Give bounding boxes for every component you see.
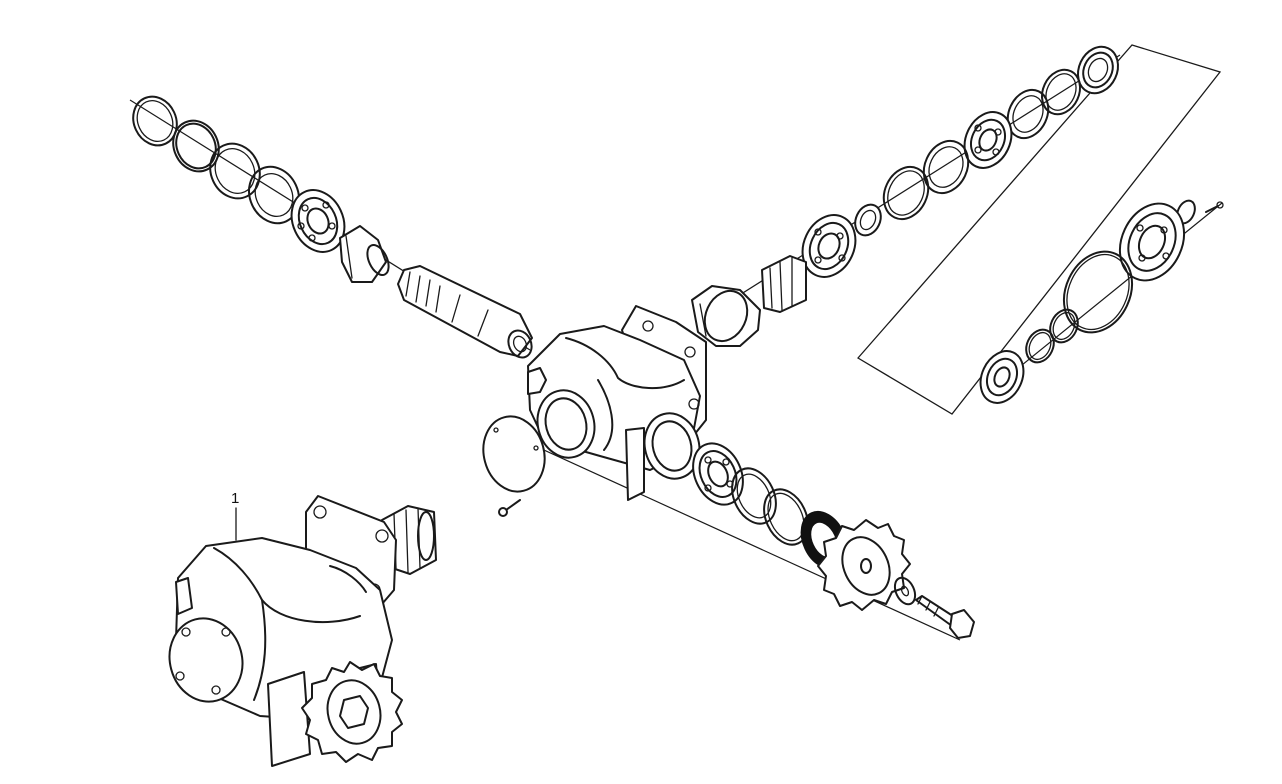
ball-bearing	[692, 442, 744, 506]
inset-part-stack	[979, 199, 1224, 404]
ball-bearing-small	[979, 350, 1025, 404]
shim-ring	[209, 142, 261, 200]
ball-bearing	[801, 214, 857, 278]
spacer-ring	[922, 139, 970, 195]
ball-bearing	[290, 189, 346, 253]
circlip-ring	[1049, 308, 1079, 344]
oil-seal	[1077, 45, 1119, 95]
drive-sprocket	[817, 519, 911, 611]
retaining-ring	[882, 165, 930, 221]
bolt-small	[1205, 201, 1224, 213]
retaining-ring	[763, 488, 809, 546]
lower-right-part-stack	[692, 442, 975, 639]
splined-input-shaft	[397, 265, 533, 359]
circlip-ring	[1041, 68, 1081, 116]
retaining-ring	[172, 119, 220, 173]
washer	[893, 576, 917, 606]
gearbox-housing	[527, 305, 707, 501]
cover-plate	[482, 415, 546, 493]
bushing	[854, 203, 882, 237]
circlip-ring	[132, 95, 178, 147]
cover-screw	[498, 499, 521, 517]
spacer-ring	[248, 165, 300, 225]
callout-label-1: 1	[231, 490, 239, 507]
splined-output-shaft	[761, 255, 807, 313]
bevel-pinion-gear	[339, 225, 390, 283]
ball-bearing	[963, 111, 1013, 169]
assembled-sprocket	[301, 661, 403, 763]
bevel-gear	[691, 285, 761, 347]
optional-kit-frame	[856, 44, 1222, 415]
o-ring-large	[1062, 250, 1134, 334]
shim-ring	[1006, 88, 1050, 140]
hex-bolt	[915, 595, 975, 639]
ball-bearing-large	[1118, 202, 1186, 282]
assembled-gearbox	[168, 495, 437, 767]
upper-right-part-stack	[691, 45, 1119, 347]
upper-left-part-stack	[132, 95, 533, 359]
circlip-ring	[1025, 328, 1055, 364]
